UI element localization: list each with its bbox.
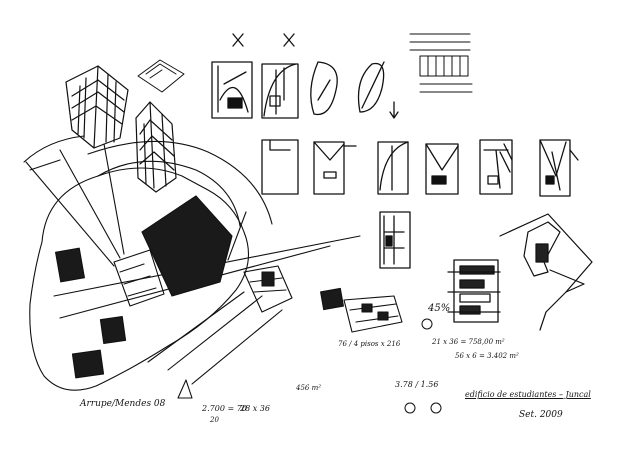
small-perspective-box [137, 59, 185, 93]
elevation-sketch [409, 33, 473, 93]
area-note-2: 56 x 6 = 3.402 m² [455, 352, 519, 360]
sheet-title: edificio de estudiantes – Juncal [465, 390, 591, 399]
calc-note-1: 2.700 = 70 [202, 404, 247, 413]
sheet-date: Set. 2009 [519, 410, 563, 420]
tower-perspective-left [65, 65, 129, 149]
tower-perspective-mid [135, 101, 177, 193]
plan-sequence-row-2 [261, 139, 579, 197]
site-plan-right [499, 213, 593, 331]
percent-note: 45% [428, 303, 451, 314]
area-note-1: 21 x 36 = 758,00 m² [432, 338, 505, 346]
calc-note-4: 76 / 4 pisos x 216 [338, 340, 401, 348]
plan-sequence-row-1 [211, 33, 399, 119]
bar-plan [447, 259, 501, 323]
calc-note-2: 28 x 36 [240, 404, 270, 413]
signature-left: Arrupe/Mendes 08 [80, 399, 166, 409]
circled-marks [404, 318, 442, 414]
calc-note-1b: 20 [210, 416, 219, 424]
calc-note-3: 456 m² [296, 384, 322, 392]
ratio-note: 3.78 / 1.56 [395, 380, 439, 389]
site-plan-main [23, 135, 403, 399]
small-plan [379, 211, 411, 269]
